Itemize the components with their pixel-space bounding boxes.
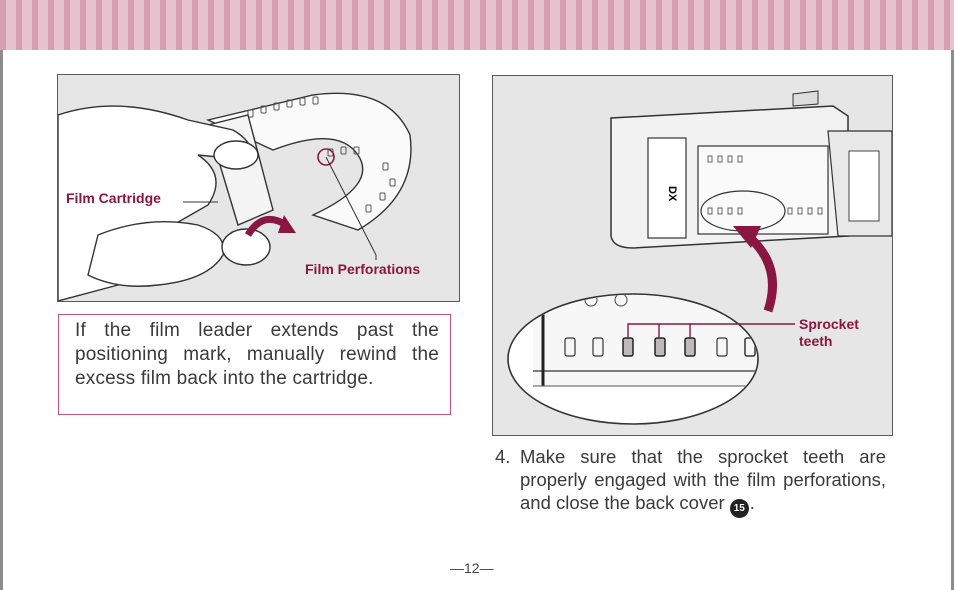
step-body: Make sure that the sprocket teeth are pr… [520, 445, 886, 518]
hand-film-drawing [58, 92, 412, 301]
film-cartridge-illustration [57, 74, 460, 302]
camera-sprocket-illustration: DX [492, 75, 893, 436]
camera-back-drawing: DX [507, 90, 892, 425]
back-cover-ref-icon: 15 [729, 499, 749, 518]
decorative-stripe-band [0, 0, 954, 50]
page-number: —12— [450, 560, 494, 576]
rewind-note-text: If the film leader extends past the posi… [75, 320, 439, 389]
rewind-note-box: If the film leader extends past the posi… [58, 314, 451, 415]
svg-text:DX: DX [666, 186, 678, 202]
film-perforations-label: Film Perforations [305, 261, 421, 277]
step-end: . [749, 492, 755, 513]
film-cartridge-label: Film Cartridge [66, 190, 161, 206]
page-border-left [0, 50, 3, 590]
page-border-right [951, 50, 954, 590]
step-text: Make sure that the sprocket teeth are pr… [520, 446, 886, 513]
sprocket-teeth-label: Sprocket teeth [799, 316, 859, 349]
step-number: 4. [495, 446, 511, 467]
